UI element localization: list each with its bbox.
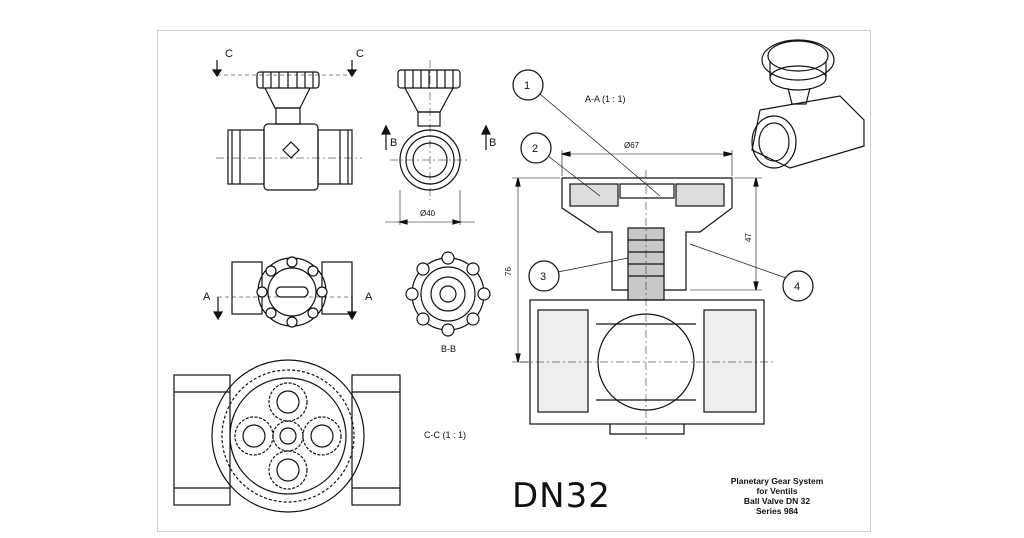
view-bb-label: B-B [441,344,456,354]
size-label: DN32 [512,476,611,516]
dim-height-47: 47 [744,233,753,242]
front-view [211,60,362,191]
dim-handle-diameter: Ø67 [624,141,640,150]
dim-height-76: 76 [504,267,513,276]
section-a-left-label: A [203,291,211,303]
callout-4: 4 [794,281,800,293]
callout-3: 3 [540,271,546,283]
title-block: Planetary Gear System for Ventils Ball V… [712,476,842,516]
section-b-left-label: B [390,137,397,149]
view-cc-label: C-C (1 : 1) [424,430,466,440]
isometric-view [751,39,865,169]
section-aa-view [512,69,814,440]
top-view [212,256,358,328]
side-view [381,60,491,225]
section-cc-view [173,359,401,513]
callout-2: 2 [532,143,538,155]
title-line-4: Series 984 [755,506,799,516]
section-c-right-label: C [356,48,364,60]
section-b-right-label: B [489,137,496,149]
view-aa-label: A-A (1 : 1) [585,94,626,104]
section-c-left-label: C [225,48,233,60]
title-line-3: Ball Valve DN 32 [743,496,811,506]
dim-body-diameter: Ø40 [420,209,436,218]
section-a-right-label: A [365,291,373,303]
title-line-1: Planetary Gear System [730,476,824,486]
section-bb-view [405,251,491,337]
callout-1: 1 [524,80,530,92]
title-line-2: for Ventils [756,486,798,496]
